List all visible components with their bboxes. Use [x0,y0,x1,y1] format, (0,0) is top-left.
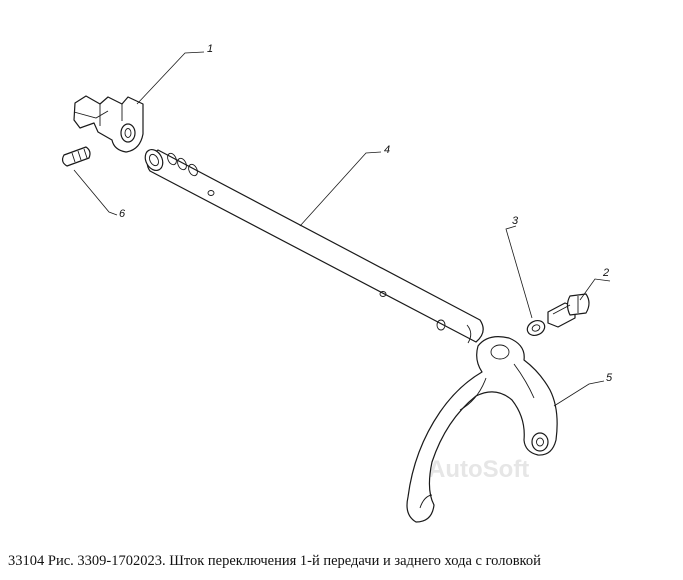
leader-line-1 [136,51,205,105]
leader-lines [73,51,611,407]
callout-number-3: 3 [512,215,519,227]
callout-number-1: 1 [207,43,213,55]
callout-labels: 1 2 3 4 5 6 [119,43,613,384]
callout-number-5: 5 [606,372,613,384]
leader-line-6 [73,169,118,216]
pin [61,146,91,167]
callout-number-2: 2 [602,267,609,279]
washer [526,320,546,336]
shift-fork [406,336,558,523]
bolt [547,293,590,328]
leader-line-2 [579,278,611,301]
figure-caption: 33104 Рис. 3309-1702023. Шток переключен… [8,553,541,569]
callout-number-6: 6 [119,208,126,220]
leader-line-3 [505,225,533,319]
shift-rod [144,148,484,344]
leader-line-5 [553,380,605,407]
watermark: AutoSoft [428,456,529,483]
leader-line-4 [299,151,382,227]
shift-head [73,95,144,153]
callout-number-4: 4 [384,144,390,156]
